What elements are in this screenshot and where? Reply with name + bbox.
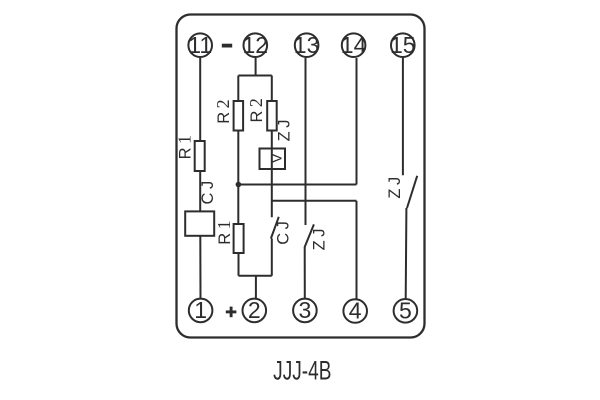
svg-text:R2: R2	[213, 96, 233, 124]
svg-text:ZJ: ZJ	[276, 116, 294, 141]
svg-text:V: V	[270, 153, 286, 163]
svg-text:1: 1	[194, 297, 207, 323]
svg-text:ZJ: ZJ	[386, 173, 404, 198]
svg-text:5: 5	[399, 297, 412, 323]
svg-text:13: 13	[294, 32, 320, 58]
svg-text:2: 2	[248, 297, 261, 323]
svg-text:R2: R2	[246, 95, 266, 123]
svg-text:11: 11	[188, 32, 212, 58]
svg-text:ZJ: ZJ	[310, 225, 328, 250]
svg-text:CJ: CJ	[199, 177, 217, 204]
svg-text:CJ: CJ	[275, 218, 293, 245]
svg-text:R1: R1	[175, 131, 195, 159]
svg-text:3: 3	[299, 297, 312, 323]
svg-text:R1: R1	[214, 217, 234, 245]
svg-text:4: 4	[349, 298, 362, 324]
svg-text:JJJ-4B: JJJ-4B	[273, 355, 331, 385]
svg-text:14: 14	[341, 32, 367, 58]
svg-text:12: 12	[243, 32, 269, 58]
svg-text:15: 15	[390, 32, 416, 58]
